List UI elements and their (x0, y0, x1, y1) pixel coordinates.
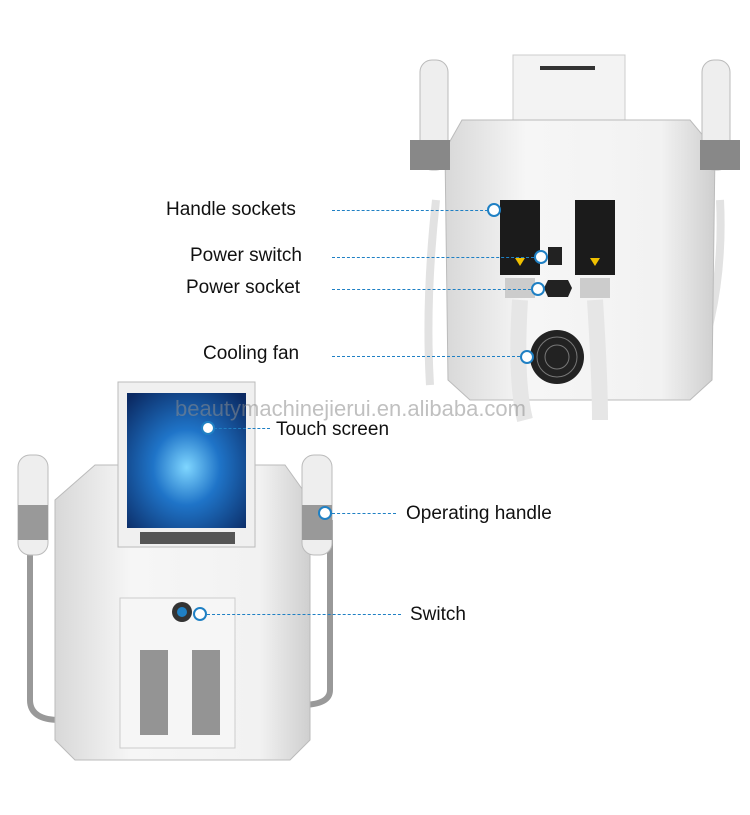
label-cooling-fan: Cooling fan (203, 343, 300, 364)
callout-line (214, 428, 270, 429)
callout-line (332, 513, 396, 514)
machine-back-view (410, 54, 740, 422)
label-switch: Switch (410, 604, 466, 625)
callout-line (207, 614, 401, 615)
callout-line (332, 257, 534, 258)
callout-marker (318, 506, 332, 520)
label-power-socket: Power socket (186, 277, 301, 298)
callout-marker (487, 203, 501, 217)
callout-marker (193, 607, 207, 621)
label-operating-handle: Operating handle (406, 503, 552, 524)
callout-marker (520, 350, 534, 364)
watermark: beautymachinejierui.en.alibaba.com (175, 396, 526, 421)
callout-line (332, 210, 488, 211)
machine-front-view (17, 381, 333, 761)
label-touch-screen: Touch screen (276, 419, 390, 440)
callout-marker (201, 421, 215, 435)
label-power-switch: Power switch (190, 245, 302, 266)
label-handle-sockets: Handle sockets (166, 199, 296, 220)
callout-line (332, 356, 520, 357)
callout-marker (534, 250, 548, 264)
callout-line (332, 289, 531, 290)
callout-marker (531, 282, 545, 296)
